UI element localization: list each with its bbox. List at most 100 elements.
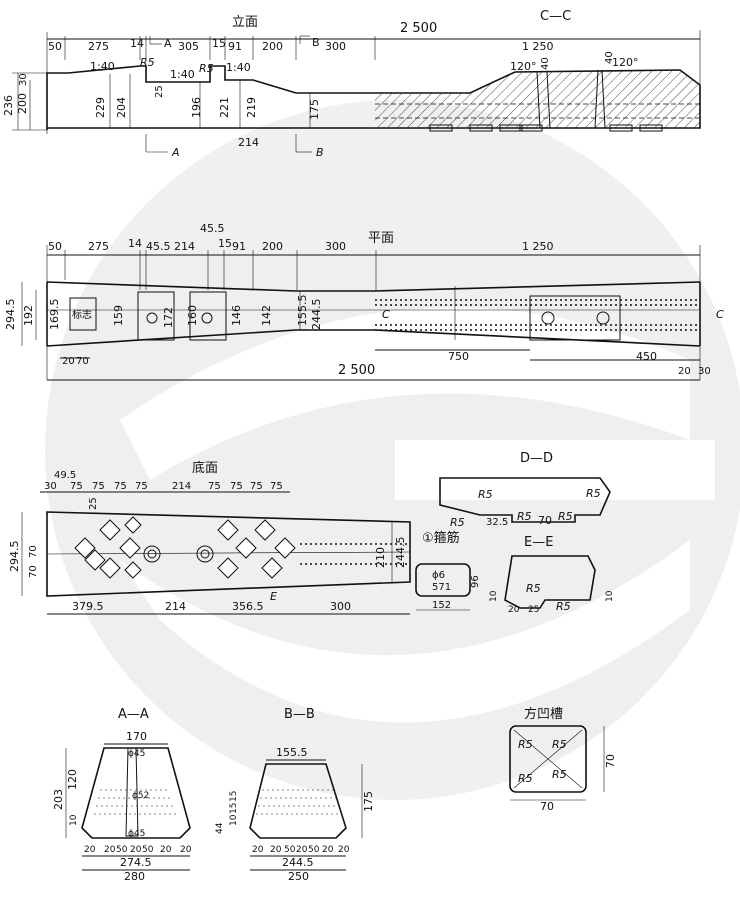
svg-text:120: 120: [66, 769, 79, 790]
svg-text:70: 70: [540, 800, 554, 813]
plan-title: 平面: [368, 231, 394, 246]
svg-text:142: 142: [260, 305, 273, 326]
svg-text:44: 44: [215, 822, 225, 834]
svg-text:20: 20: [84, 845, 96, 855]
svg-text:R5: R5: [450, 516, 465, 529]
svg-text:15: 15: [218, 237, 232, 250]
svg-text:15: 15: [212, 37, 226, 50]
svg-text:219: 219: [245, 97, 258, 118]
section-aa: A—A 170 ϕ45 ϕ52 ϕ45 203 120 10 20 20 50 …: [52, 707, 192, 883]
svg-text:1 250: 1 250: [522, 40, 554, 53]
svg-text:50: 50: [308, 845, 320, 855]
svg-text:250: 250: [288, 870, 309, 883]
svg-text:300: 300: [325, 40, 346, 53]
svg-text:120°: 120°: [510, 60, 537, 73]
svg-text:20: 20: [104, 845, 116, 855]
svg-text:214: 214: [174, 240, 195, 253]
svg-text:75: 75: [92, 481, 105, 492]
svg-text:20: 20: [270, 845, 282, 855]
section-cc-title: C—C: [540, 9, 571, 24]
svg-text:75: 75: [70, 481, 83, 492]
svg-text:294.5: 294.5: [4, 299, 17, 331]
svg-text:20: 20: [338, 845, 350, 855]
svg-text:280: 280: [124, 870, 145, 883]
svg-text:75: 75: [270, 481, 283, 492]
svg-text:1:40: 1:40: [90, 60, 115, 73]
svg-text:120°: 120°: [612, 56, 639, 69]
svg-text:方凹槽: 方凹槽: [524, 706, 563, 722]
svg-text:10: 10: [489, 590, 499, 602]
svg-text:170: 170: [126, 730, 147, 743]
svg-text:10: 10: [605, 590, 615, 602]
svg-text:70: 70: [28, 565, 39, 578]
svg-text:155.5: 155.5: [296, 295, 309, 327]
svg-text:20: 20: [296, 845, 308, 855]
svg-text:C: C: [382, 308, 390, 321]
svg-text:70: 70: [76, 356, 89, 367]
svg-text:750: 750: [448, 350, 469, 363]
svg-text:30: 30: [44, 481, 57, 492]
svg-text:70: 70: [538, 514, 552, 527]
svg-text:50: 50: [142, 845, 154, 855]
plan-view: 平面 50 275 14 45.5 214 45.5 15 91 200 300…: [4, 222, 724, 381]
svg-text:30: 30: [18, 73, 29, 86]
groove-detail: 方凹槽 R5 R5 R5 R5 70 70: [509, 706, 617, 813]
svg-text:20: 20: [180, 845, 192, 855]
svg-text:R5: R5: [556, 600, 571, 613]
svg-text:50: 50: [48, 240, 62, 253]
svg-text:244.5: 244.5: [282, 856, 314, 869]
svg-text:C: C: [716, 308, 724, 321]
svg-text:40: 40: [604, 51, 615, 64]
svg-text:15: 15: [229, 803, 239, 814]
bottom-title: 底面: [192, 460, 218, 476]
svg-text:50: 50: [284, 845, 296, 855]
svg-text:R5: R5: [140, 56, 155, 69]
svg-text:236: 236: [2, 95, 15, 116]
section-ee: E—E R5 R5 20 25 10 10: [489, 535, 615, 615]
svg-text:200: 200: [262, 40, 283, 53]
svg-text:R5: R5: [518, 738, 533, 751]
svg-text:159: 159: [112, 305, 125, 326]
svg-text:R5: R5: [478, 488, 493, 501]
svg-text:20: 20: [62, 356, 75, 367]
svg-text:E: E: [270, 590, 277, 603]
section-dd: D—D R5 R5 R5 R5 R5 32.5 70: [439, 451, 611, 529]
svg-text:70: 70: [604, 754, 617, 768]
svg-text:75: 75: [250, 481, 263, 492]
svg-text:10: 10: [69, 814, 79, 826]
svg-text:45.5: 45.5: [146, 240, 171, 253]
svg-text:192: 192: [22, 305, 35, 326]
svg-text:2 500: 2 500: [338, 363, 375, 378]
svg-text:294.5: 294.5: [8, 541, 21, 573]
bottom-view: 底面 49.5 30 75 75 75 75 214 75 75 75 75: [8, 460, 411, 615]
svg-text:B—B: B—B: [284, 707, 315, 722]
svg-text:1:40: 1:40: [226, 61, 251, 74]
svg-text:196: 196: [190, 97, 203, 118]
svg-text:214: 214: [165, 600, 186, 613]
svg-text:379.5: 379.5: [72, 600, 104, 613]
svg-text:20: 20: [508, 605, 520, 615]
svg-text:A: A: [164, 37, 172, 50]
svg-text:75: 75: [135, 481, 148, 492]
svg-text:221: 221: [218, 97, 231, 118]
elevation-view: 立面 C—C 2 500 50 275 14 A 305 15 91 200 B…: [2, 9, 701, 159]
svg-text:25: 25: [88, 497, 99, 510]
svg-text:275: 275: [88, 40, 109, 53]
svg-text:ϕ52: ϕ52: [132, 791, 149, 801]
svg-text:214: 214: [172, 481, 191, 492]
svg-text:450: 450: [636, 350, 657, 363]
svg-text:1:40: 1:40: [170, 68, 195, 81]
svg-text:20: 20: [678, 366, 691, 377]
svg-text:70: 70: [28, 545, 39, 558]
svg-text:275: 275: [88, 240, 109, 253]
svg-text:E—E: E—E: [524, 535, 553, 550]
svg-text:1 250: 1 250: [522, 240, 554, 253]
elevation-title: 立面: [232, 15, 258, 30]
svg-text:75: 75: [114, 481, 127, 492]
section-bb: B—B 155.5 175 44 10 15 15 20 20 50 20 50…: [215, 707, 375, 883]
svg-text:172: 172: [162, 307, 175, 328]
svg-text:175: 175: [308, 99, 321, 120]
svg-text:B: B: [316, 146, 324, 159]
svg-text:R5: R5: [518, 772, 533, 785]
svg-text:50: 50: [48, 40, 62, 53]
